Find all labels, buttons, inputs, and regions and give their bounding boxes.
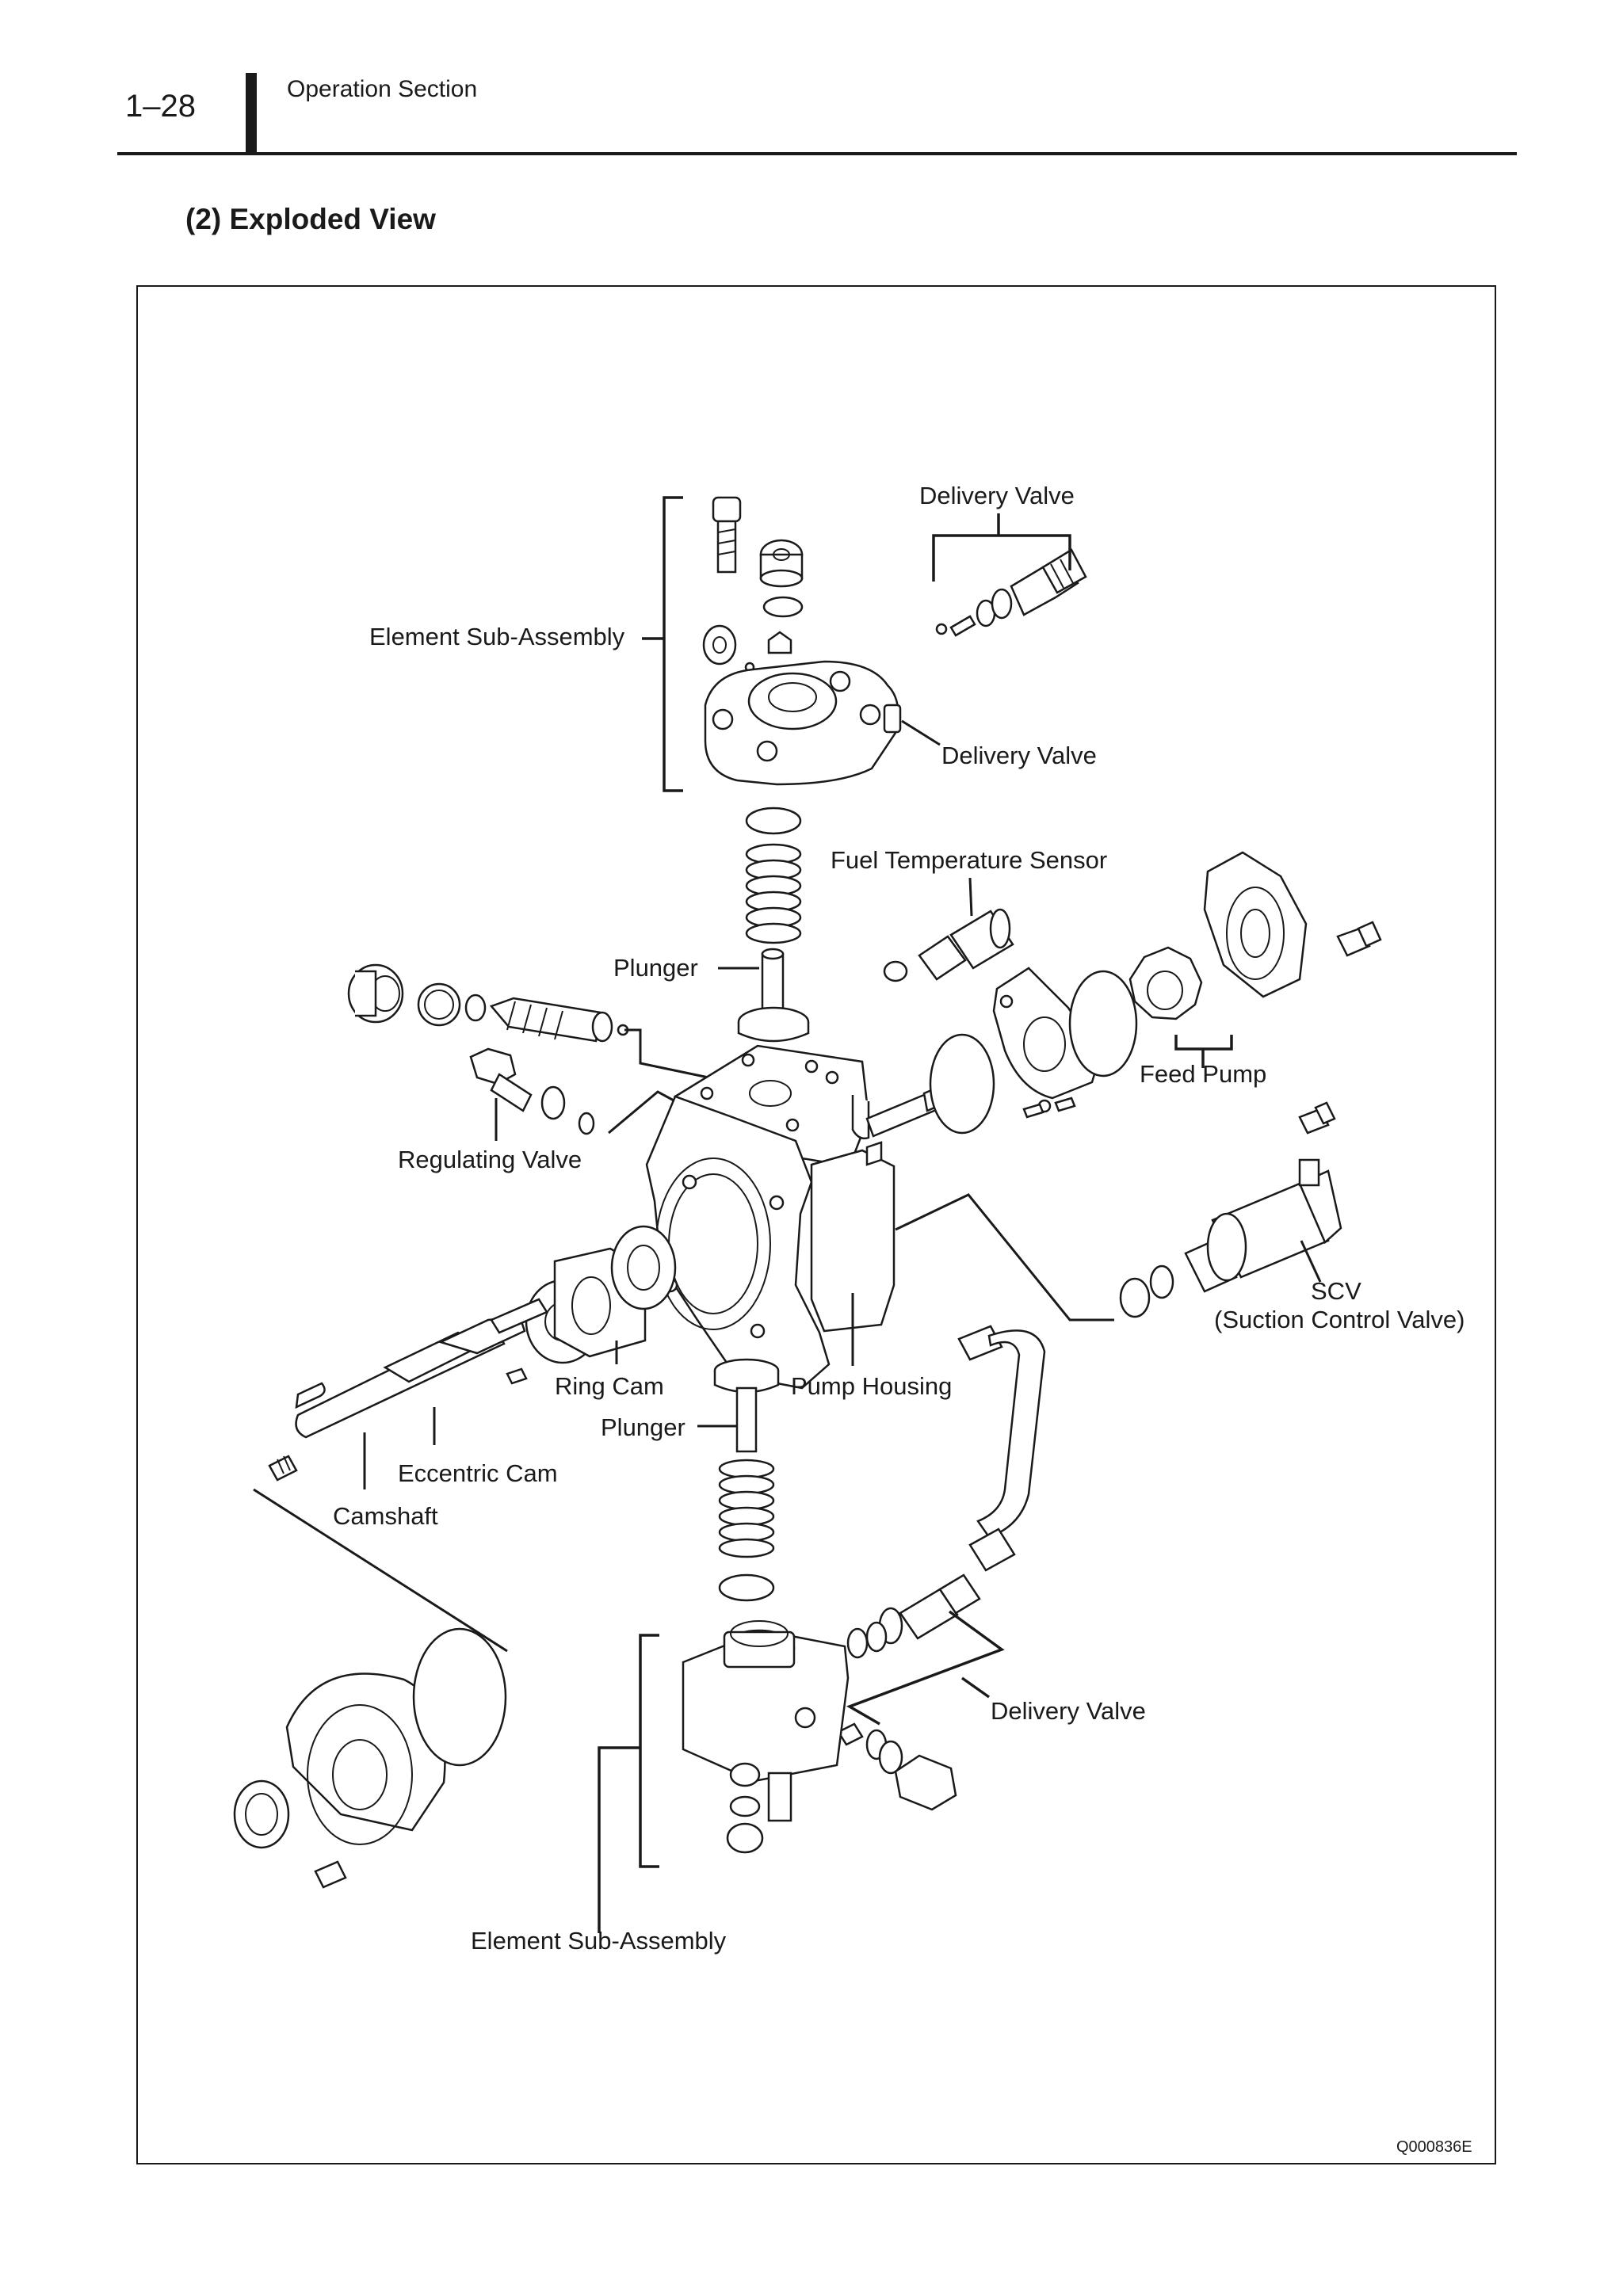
ring-cam-parts — [525, 1225, 677, 1364]
label-delivery-valve-bottom: Delivery Valve — [991, 1697, 1146, 1725]
label-eccentric-cam: Eccentric Cam — [398, 1459, 558, 1487]
section-heading: (2) Exploded View — [185, 203, 436, 235]
label-fuel-temperature-sensor: Fuel Temperature Sensor — [831, 846, 1107, 874]
label-delivery-valve-top: Delivery Valve — [919, 482, 1075, 509]
bracket-element-bottom — [639, 1634, 659, 1868]
delivery-valve-top-parts — [935, 548, 1087, 637]
header-rule — [117, 152, 1517, 155]
label-regulating-valve: Regulating Valve — [398, 1146, 582, 1173]
header-bar — [246, 73, 257, 155]
o-ring-mid — [929, 1033, 995, 1135]
bracket-delivery-top — [932, 534, 1071, 582]
figure-frame — [136, 285, 1496, 2164]
element-sub-assembly-top-parts — [702, 496, 902, 786]
leader-drive-housing — [253, 1488, 508, 1653]
delivery-valve-bottom-parts — [824, 1573, 981, 1811]
label-element-sub-assembly-top: Element Sub-Assembly — [369, 623, 625, 650]
label-camshaft: Camshaft — [333, 1502, 438, 1530]
page-number: 1–28 — [125, 89, 196, 124]
drive-housing-parts — [233, 1627, 507, 1889]
bottom-spring-plunger-parts — [713, 1358, 780, 1602]
label-delivery-valve-mid: Delivery Valve — [941, 742, 1097, 769]
camshaft-parts — [268, 1298, 548, 1482]
label-scv: SCV — [1311, 1277, 1361, 1305]
figure-code: Q000836E — [1396, 2138, 1472, 2156]
regulating-valve-parts — [347, 963, 629, 1135]
label-ring-cam: Ring Cam — [555, 1372, 664, 1400]
label-element-sub-assembly-bottom: Element Sub-Assembly — [471, 1927, 727, 1955]
label-pump-housing: Pump Housing — [791, 1372, 952, 1400]
scv-parts — [1119, 1101, 1342, 1318]
bracket-delivery-bottom — [846, 1610, 1005, 1726]
high-pressure-pipe-part — [957, 1325, 1046, 1572]
section-name: Operation Section — [287, 76, 478, 102]
feed-pump-parts — [992, 851, 1382, 1119]
pump-housing-part — [645, 1044, 976, 1390]
label-scv-description: (Suction Control Valve) — [1214, 1306, 1465, 1333]
label-plunger-bottom: Plunger — [601, 1413, 685, 1441]
bracket-feed-pump — [1174, 1035, 1233, 1051]
fuel-temperature-sensor-part — [883, 877, 1014, 982]
label-feed-pump: Feed Pump — [1140, 1060, 1266, 1088]
top-spring-plunger-parts — [718, 807, 810, 1043]
bracket-element-top — [663, 496, 683, 792]
label-plunger-top: Plunger — [613, 954, 698, 982]
element-sub-assembly-bottom-parts — [682, 1620, 850, 1854]
